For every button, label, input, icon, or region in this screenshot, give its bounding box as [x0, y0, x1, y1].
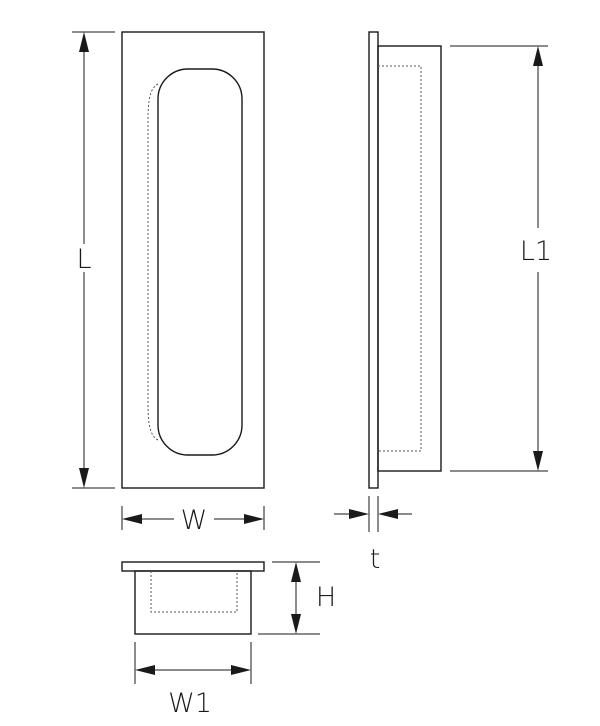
- W1-arrow-right: [231, 665, 251, 675]
- H-label: H: [316, 582, 336, 613]
- side-plate-outline: [368, 31, 379, 489]
- front-hidden-edge: [147, 83, 159, 441]
- W-arrow-right: [244, 514, 264, 524]
- bottom-plate-outline: [121, 561, 265, 572]
- front-plate-outline: [121, 31, 265, 489]
- L1-label: L1: [520, 236, 552, 267]
- L1-arrow-up: [533, 46, 543, 66]
- t-arrow-left: [378, 509, 398, 519]
- dimension-L1: L1: [450, 45, 552, 472]
- L-label: L: [76, 244, 91, 275]
- W-arrow-left: [122, 514, 142, 524]
- dimension-W1: W1: [134, 642, 252, 719]
- L-arrow-down: [79, 468, 89, 488]
- side-view: [368, 31, 442, 489]
- bottom-hidden-edge: [150, 571, 238, 613]
- dimension-t: t: [334, 496, 412, 575]
- W-label: W: [181, 505, 208, 536]
- dimension-H: H: [258, 561, 336, 635]
- W1-arrow-left: [135, 665, 155, 675]
- t-label: t: [370, 544, 381, 575]
- bottom-body-outline: [134, 570, 252, 635]
- H-arrow-up: [291, 562, 301, 582]
- bottom-view: [121, 561, 265, 635]
- dimension-W: W: [121, 505, 265, 536]
- L1-arrow-down: [533, 451, 543, 471]
- dimension-L: L: [72, 31, 115, 489]
- t-arrow-right: [349, 509, 369, 519]
- W1-label: W1: [168, 688, 212, 719]
- side-hidden-edge: [378, 65, 422, 452]
- front-view: [121, 31, 265, 489]
- L-arrow-up: [79, 32, 89, 52]
- front-recess-outline: [157, 68, 243, 456]
- side-body-outline: [377, 45, 442, 472]
- H-arrow-down: [291, 614, 301, 634]
